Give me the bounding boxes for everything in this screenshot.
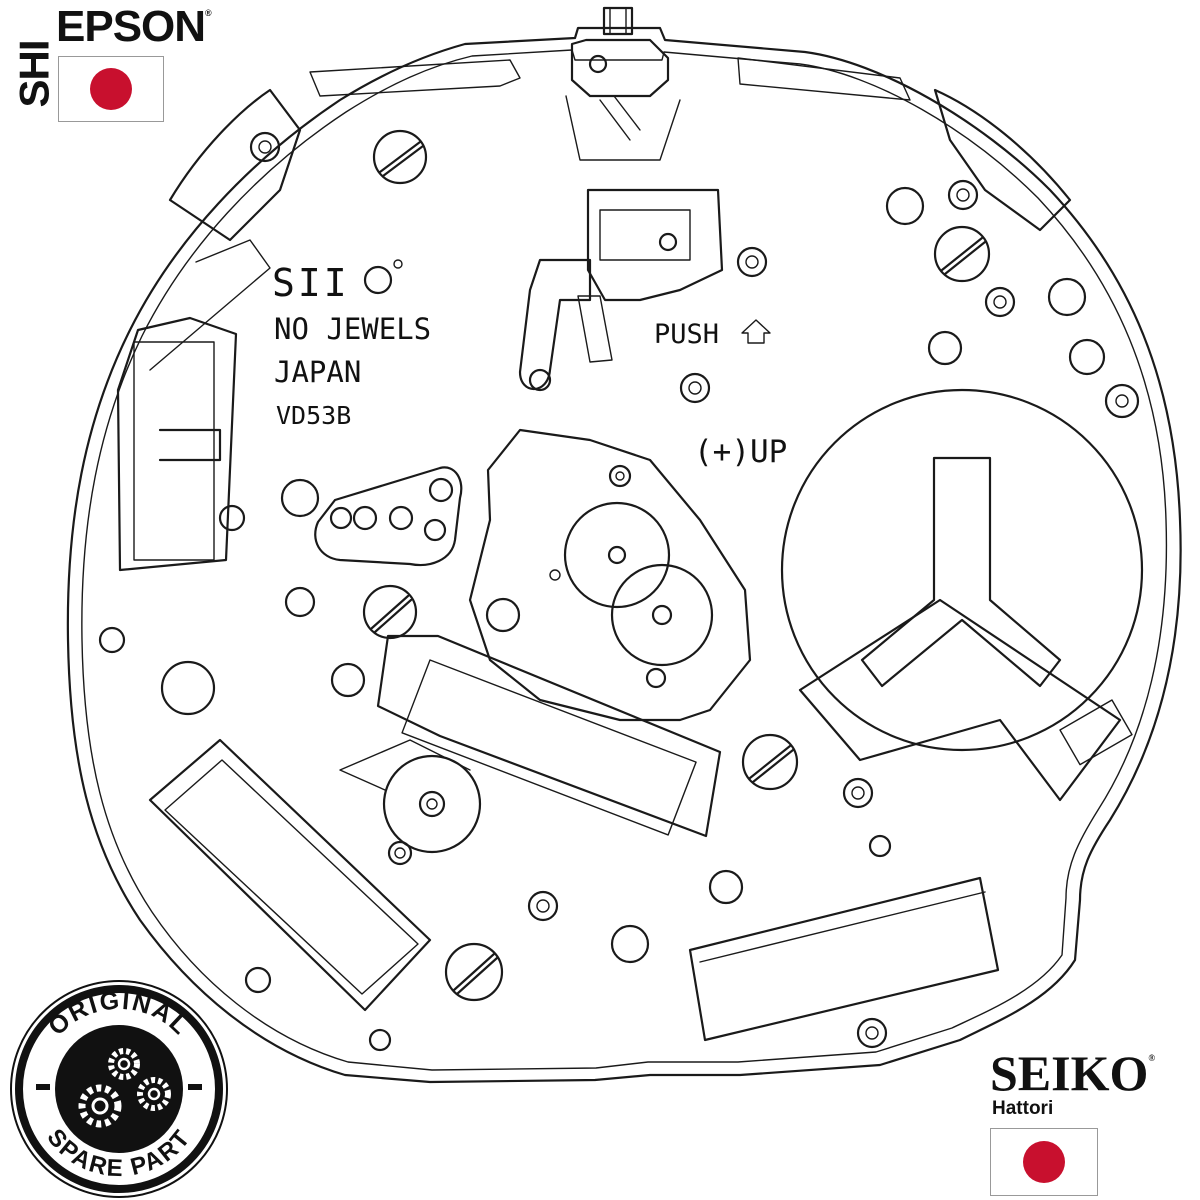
movement-markings: SII NO JEWELS JAPAN VD53B PUSH (+)UP: [272, 259, 787, 470]
push-label: PUSH: [654, 319, 719, 350]
battery: [780, 388, 1144, 802]
screws: [362, 129, 991, 1002]
country-marking: JAPAN: [274, 355, 361, 389]
coil-lower-left: [148, 738, 432, 1012]
coil-lower-right: [688, 876, 1000, 1042]
screw: [372, 129, 428, 185]
seiko-brand: SEIKO® Hattori: [990, 1048, 1195, 1198]
screw: [362, 584, 418, 640]
battery-polarity-label: (+)UP: [694, 434, 787, 470]
epson-logo: EPSON®: [56, 2, 212, 51]
seiko-logo: SEIKO®: [990, 1045, 1156, 1101]
pins: [98, 131, 1140, 1052]
screw: [933, 225, 991, 283]
sii-logo: SII: [272, 261, 350, 305]
flag-sun: [90, 68, 132, 110]
caliber-marking: VD53B: [276, 401, 351, 430]
coil-left: [116, 239, 271, 572]
epson-brand: SHI EPSON®: [8, 2, 212, 126]
japan-flag-icon: [58, 56, 164, 122]
screw: [741, 733, 799, 791]
flag-sun: [1023, 1141, 1065, 1183]
gear-train-bridge: [314, 428, 752, 722]
jewels-marking: NO JEWELS: [274, 312, 431, 346]
arrow-up-icon: [741, 319, 771, 344]
setting-lever: [518, 188, 724, 392]
movement-outline: [66, 26, 1182, 1084]
gears-icon: [78, 1048, 171, 1128]
original-spare-part-stamp: ORIGINAL SPARE PART: [10, 980, 228, 1198]
top-bridge: [168, 57, 1072, 242]
sii-ring-icon: [363, 265, 393, 295]
wheel: [339, 739, 482, 854]
crown-stem: [565, 6, 681, 161]
screw: [444, 942, 504, 1002]
coil-middle: [376, 634, 722, 838]
hattori-label: Hattori: [992, 1098, 1054, 1119]
japan-flag-icon: [990, 1128, 1098, 1196]
